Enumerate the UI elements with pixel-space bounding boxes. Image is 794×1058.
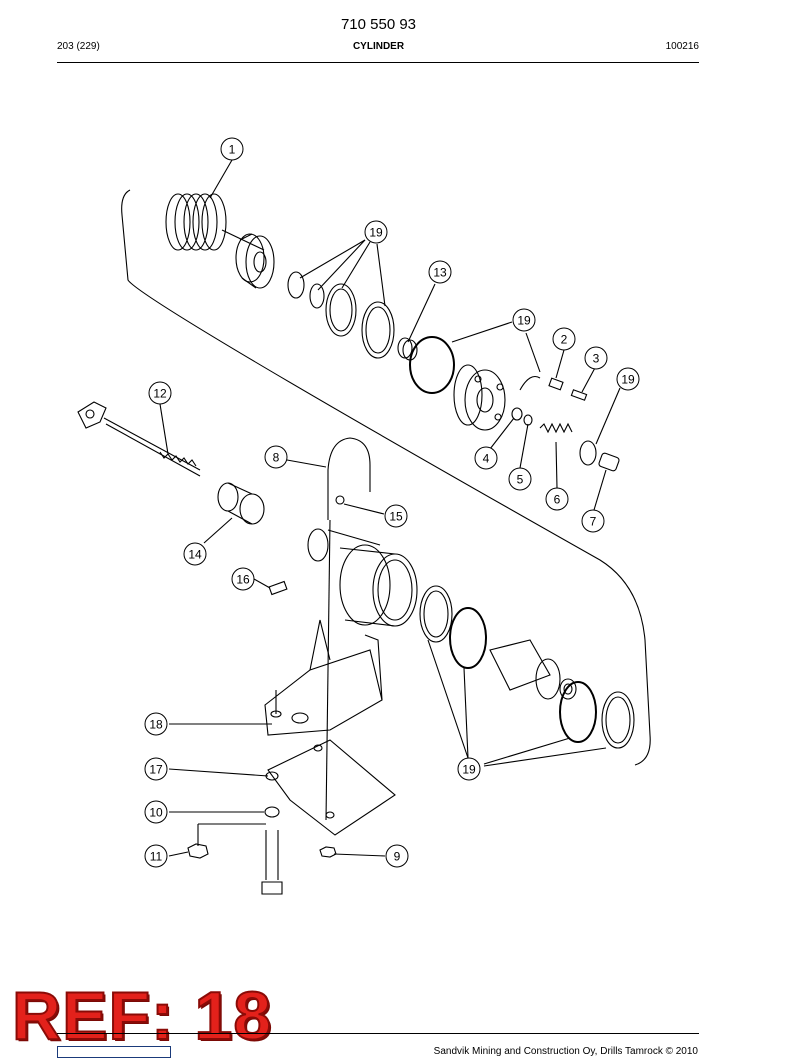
- nut: [187, 843, 209, 859]
- svg-text:3: 3: [593, 352, 600, 366]
- callout-2: 2: [552, 327, 576, 351]
- page-number: 203 (229): [57, 41, 100, 52]
- seal-ring: [605, 696, 631, 744]
- washer: [264, 806, 280, 818]
- piston-rod: [77, 401, 201, 477]
- screw: [570, 389, 588, 401]
- svg-text:11: 11: [150, 850, 163, 864]
- ref-stamp: REF: 18: [11, 978, 273, 1054]
- document-code: 100216: [665, 41, 699, 52]
- callout-12: 12: [148, 381, 172, 405]
- washer: [511, 407, 523, 421]
- svg-text:7: 7: [590, 515, 597, 529]
- callout-19: 19: [364, 220, 388, 244]
- page-title: CYLINDER: [352, 41, 405, 52]
- footer-copyright: Sandvik Mining and Construction Oy, Dril…: [433, 1046, 698, 1057]
- callout-1: 1: [220, 137, 244, 161]
- svg-text:16: 16: [236, 573, 250, 587]
- svg-text:2: 2: [561, 333, 568, 347]
- seal-ring: [361, 301, 395, 359]
- seal-ring: [329, 288, 353, 332]
- piston: [489, 639, 577, 700]
- callout-10: 10: [144, 800, 168, 824]
- callout-16: 16: [231, 567, 255, 591]
- o-ring: [449, 607, 487, 669]
- bushing: [397, 337, 413, 359]
- piston-head: [235, 233, 275, 289]
- screw: [268, 580, 288, 596]
- callout-5: 5: [508, 467, 532, 491]
- assembly-boundary: [121, 189, 651, 766]
- cylinder-body: [307, 495, 418, 627]
- callout-19: 19: [457, 757, 481, 781]
- callout-17: 17: [144, 757, 168, 781]
- callout-19: 19: [512, 308, 536, 332]
- bolt: [261, 830, 283, 895]
- svg-text:8: 8: [273, 451, 280, 465]
- o-ring: [559, 681, 597, 743]
- plug: [598, 452, 620, 472]
- callout-9: 9: [385, 844, 409, 868]
- footer-rule: [57, 1033, 699, 1034]
- svg-text:19: 19: [621, 373, 635, 387]
- svg-text:6: 6: [554, 493, 561, 507]
- callout-13: 13: [428, 260, 452, 284]
- svg-text:19: 19: [369, 226, 383, 240]
- stud: [325, 519, 331, 821]
- seal-ring: [309, 283, 325, 309]
- svg-text:13: 13: [433, 266, 447, 280]
- svg-text:1: 1: [229, 143, 236, 157]
- callout-15: 15: [384, 504, 408, 528]
- callout-8: 8: [264, 445, 288, 469]
- upper-bracket: [264, 619, 383, 736]
- svg-text:19: 19: [517, 314, 531, 328]
- callout-7: 7: [581, 509, 605, 533]
- seal-ring: [365, 306, 391, 354]
- u-bolt: [327, 437, 371, 520]
- header-rule: [57, 62, 699, 63]
- svg-text:9: 9: [394, 850, 401, 864]
- svg-text:14: 14: [188, 548, 202, 562]
- washer: [523, 414, 533, 426]
- callouts: 1 19 13 19 2 3 19 12 4 5 6 7 8 15 14 16 …: [144, 137, 640, 868]
- svg-text:17: 17: [149, 763, 163, 777]
- seal-ring: [419, 585, 453, 643]
- svg-text:4: 4: [483, 452, 490, 466]
- callout-19: 19: [616, 367, 640, 391]
- doc-number: 710 550 93: [340, 16, 417, 33]
- nut: [319, 846, 337, 858]
- end-cap: [453, 364, 506, 431]
- svg-text:12: 12: [153, 387, 167, 401]
- svg-text:18: 18: [149, 718, 163, 732]
- svg-text:10: 10: [149, 806, 163, 820]
- fitting: [548, 377, 564, 391]
- callout-3: 3: [584, 346, 608, 370]
- lower-plate: [265, 739, 396, 836]
- check-valve-spring: [539, 422, 573, 434]
- callout-6: 6: [545, 487, 569, 511]
- brand-logo: [57, 1046, 171, 1058]
- callout-4: 4: [474, 446, 498, 470]
- svg-text:15: 15: [389, 510, 403, 524]
- seal-ring: [579, 440, 597, 466]
- seal-ring: [287, 271, 305, 299]
- o-ring: [409, 336, 455, 394]
- rod-bushing: [217, 482, 265, 525]
- seal-ring: [325, 283, 357, 337]
- tube-line: [519, 375, 541, 391]
- svg-text:5: 5: [517, 473, 524, 487]
- callout-11: 11: [144, 844, 168, 868]
- spring: [165, 193, 265, 251]
- svg-text:19: 19: [462, 763, 476, 777]
- callout-14: 14: [183, 542, 207, 566]
- callout-18: 18: [144, 712, 168, 736]
- seal-ring: [601, 691, 635, 749]
- seal-ring: [423, 590, 449, 638]
